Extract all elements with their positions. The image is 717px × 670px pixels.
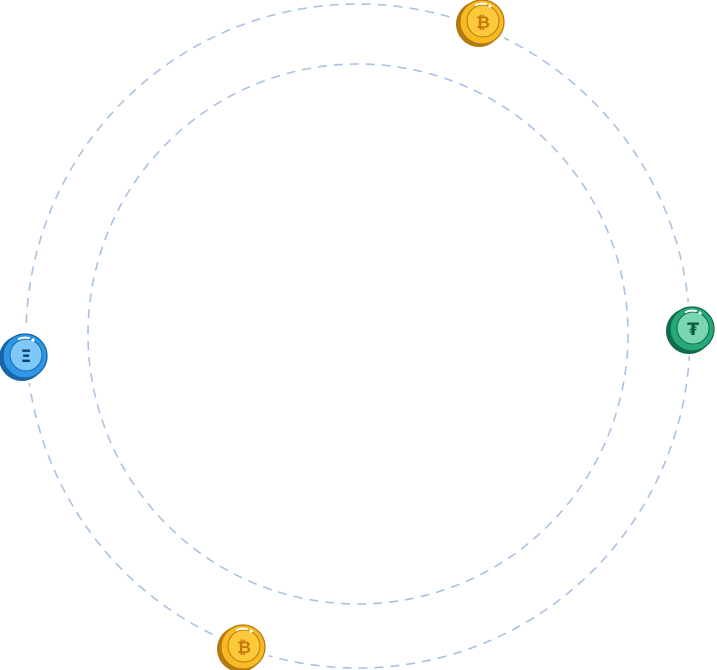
coin-sparkle bbox=[249, 629, 253, 633]
tether-coin-right: ₮ bbox=[665, 302, 717, 356]
coin-sparkle bbox=[31, 338, 35, 342]
coin-inner bbox=[9, 338, 43, 372]
ethereum-icon: Ξ bbox=[21, 347, 32, 367]
inner-orbit-ring bbox=[87, 63, 629, 605]
ethereum-coin-left: Ξ bbox=[0, 329, 52, 383]
tether-icon: ₮ bbox=[687, 320, 699, 340]
coin-inner bbox=[676, 311, 710, 345]
coin-shine bbox=[475, 2, 487, 6]
coin-sparkle bbox=[488, 4, 492, 8]
bitcoin-coin-top: ₿ bbox=[455, 0, 509, 49]
bitcoin-coin-bottom: ₿ bbox=[216, 620, 270, 670]
coin-shine bbox=[685, 309, 697, 313]
coin-sparkle bbox=[698, 311, 702, 315]
bitcoin-icon: ₿ bbox=[237, 638, 251, 658]
coin-shine bbox=[236, 627, 248, 631]
coin-inner bbox=[227, 629, 261, 663]
coin-inner bbox=[466, 4, 500, 38]
bitcoin-icon: ₿ bbox=[476, 13, 490, 33]
outer-orbit-ring bbox=[25, 3, 691, 669]
coin-shine bbox=[18, 336, 30, 340]
